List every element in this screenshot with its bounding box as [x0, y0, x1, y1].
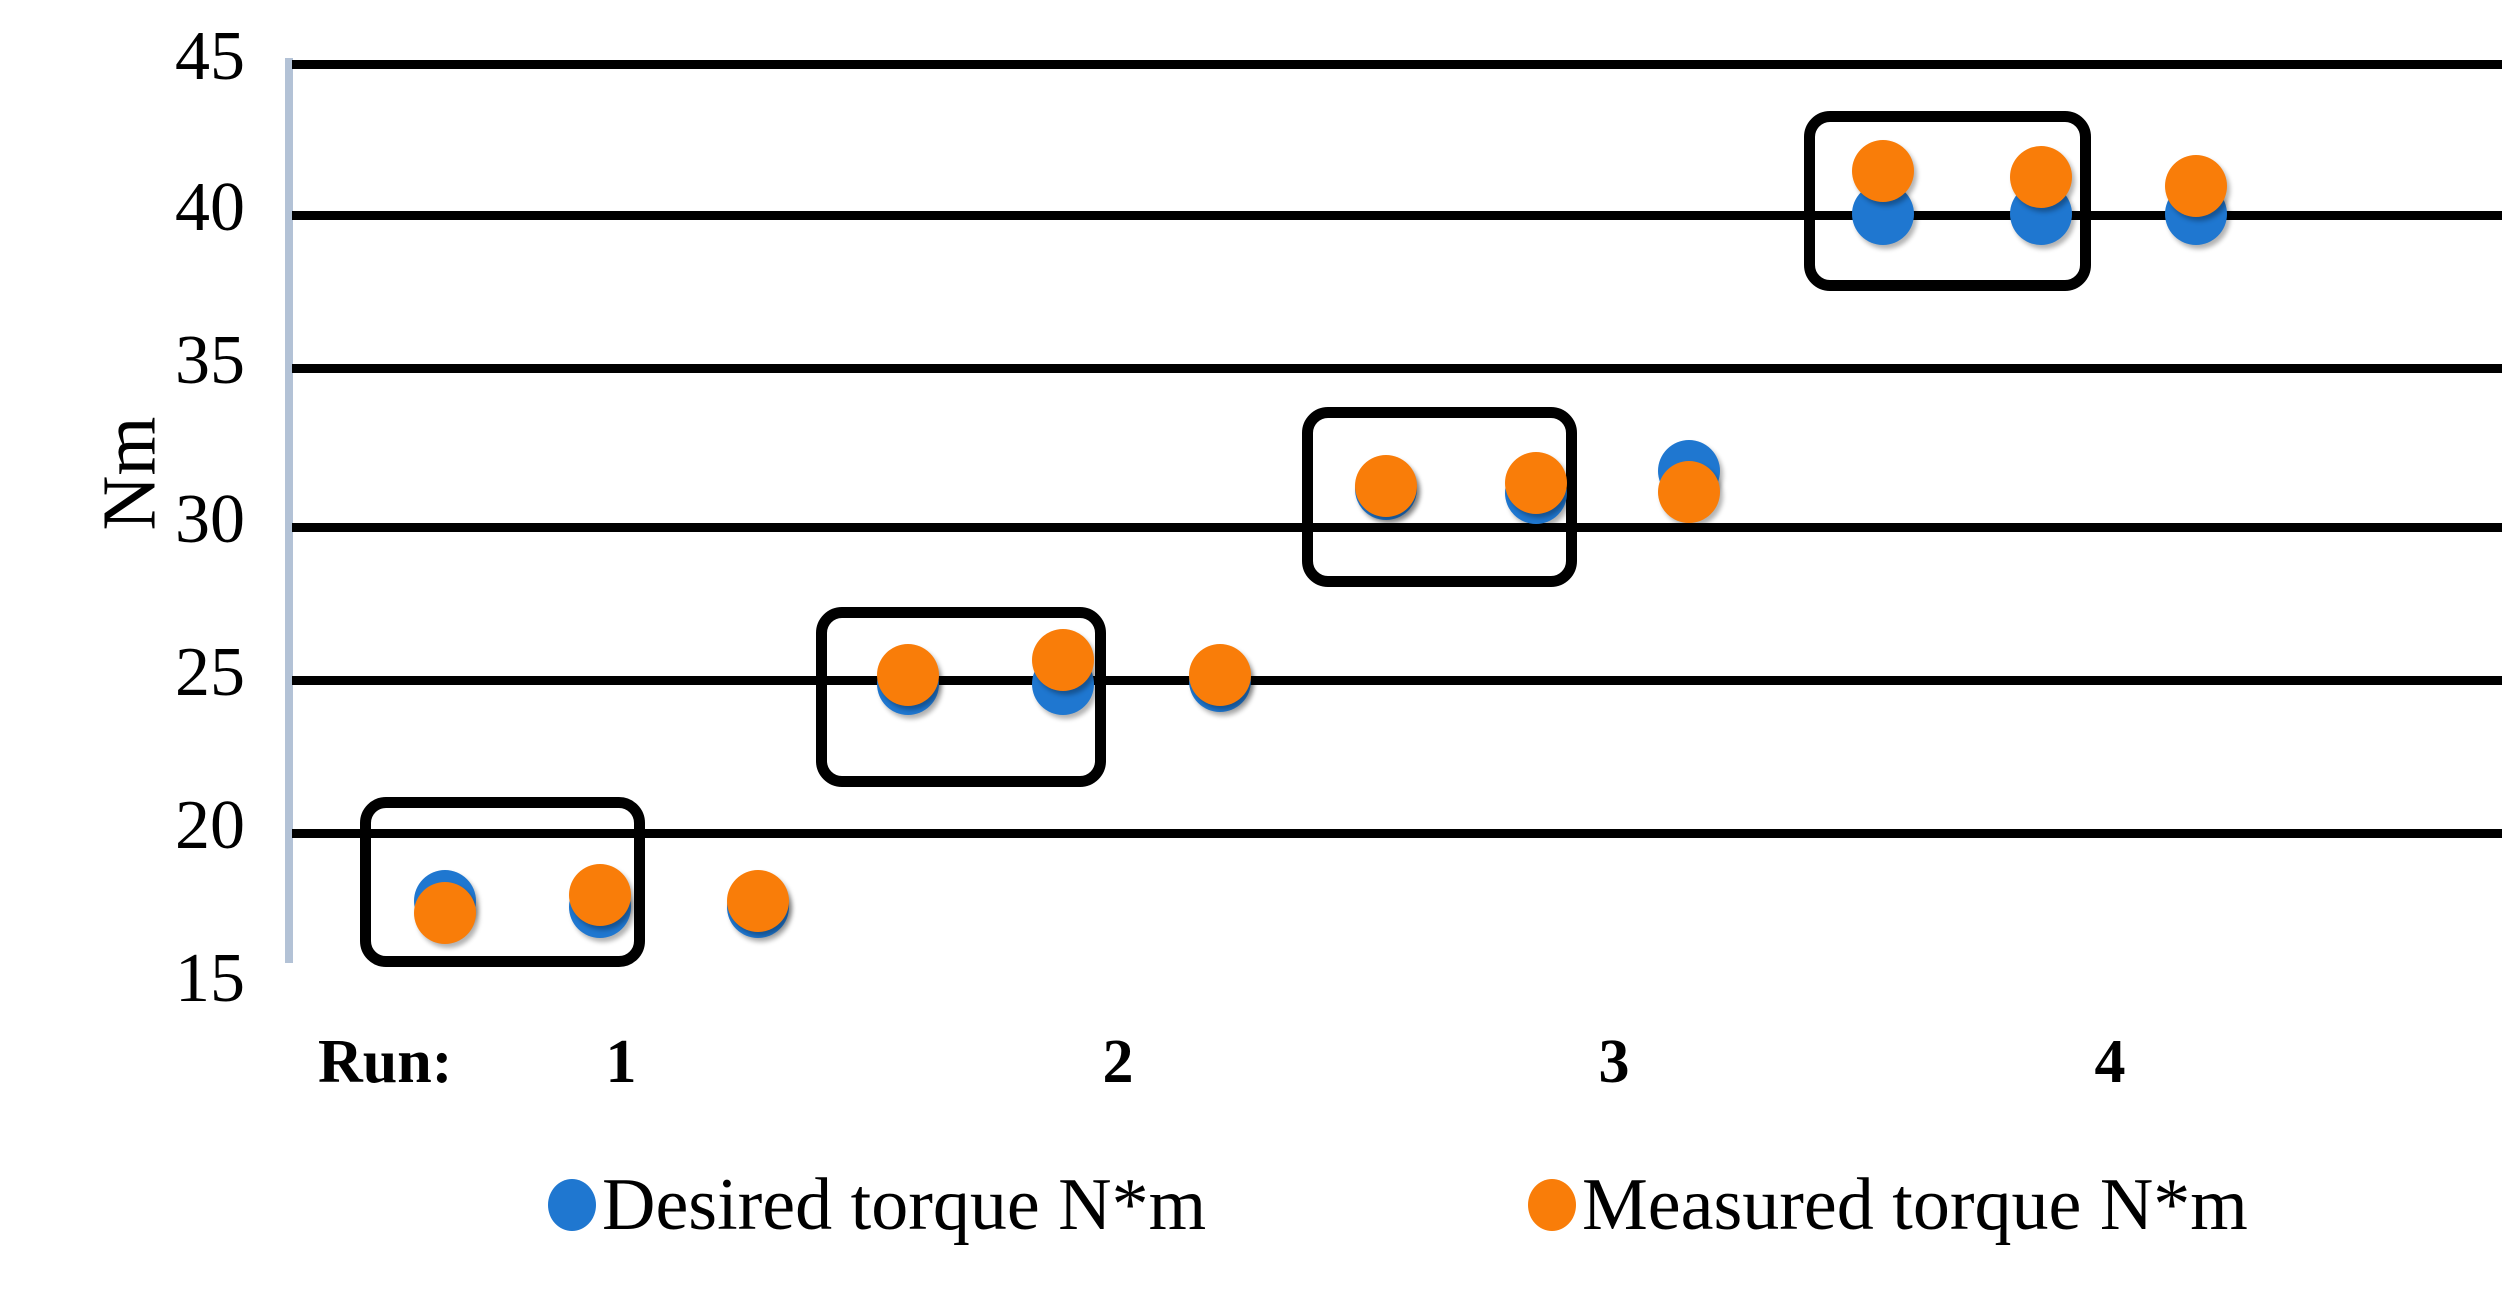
y-tick-35: 35 — [175, 322, 245, 399]
gridline-35 — [292, 364, 2502, 373]
gridline-25 — [292, 676, 2502, 685]
point-measured-r4-1 — [1852, 140, 1914, 202]
gridline-45 — [292, 60, 2502, 69]
legend-label-measured: Measured torque N*m — [1582, 1164, 2248, 1246]
point-measured-r2-2 — [1032, 629, 1094, 691]
chart-legend: Desired torque N*m Measured torque N*m — [0, 1168, 2510, 1278]
point-measured-r3-1 — [1355, 455, 1417, 517]
run-1-box — [360, 797, 645, 967]
point-measured-r2-1 — [877, 644, 939, 706]
x-tick-2: 2 — [1102, 1028, 1134, 1096]
plot-area — [292, 0, 2502, 1000]
point-measured-r2-3 — [1189, 644, 1251, 706]
y-tick-40: 40 — [175, 169, 245, 246]
y-tick-20: 20 — [175, 787, 245, 864]
legend-item-desired[interactable]: Desired torque N*m — [548, 1168, 1206, 1242]
run-4-box — [1804, 111, 2091, 291]
x-tick-4: 4 — [2094, 1028, 2126, 1096]
y-tick-30: 30 — [175, 481, 245, 558]
y-tick-45: 45 — [175, 18, 245, 95]
run-2-box — [816, 607, 1106, 787]
x-axis-title: Run: — [318, 1028, 453, 1096]
gridline-30 — [292, 523, 2502, 532]
legend-item-measured[interactable]: Measured torque N*m — [1528, 1168, 2248, 1242]
y-axis-line — [285, 58, 293, 963]
y-tick-15: 15 — [175, 940, 245, 1017]
gridline-20 — [292, 829, 2502, 838]
legend-marker-measured-icon — [1528, 1179, 1576, 1231]
x-tick-1: 1 — [605, 1028, 637, 1096]
point-measured-r4-3 — [2165, 155, 2227, 217]
point-measured-r1-3 — [727, 870, 789, 932]
y-tick-25: 25 — [175, 634, 245, 711]
legend-label-desired: Desired torque N*m — [602, 1164, 1207, 1246]
point-measured-r3-2 — [1505, 452, 1567, 514]
x-tick-3: 3 — [1598, 1028, 1630, 1096]
point-measured-r4-2 — [2010, 146, 2072, 208]
legend-marker-desired-icon — [548, 1179, 596, 1231]
point-measured-r1-1 — [414, 882, 476, 944]
point-measured-r3-3 — [1658, 461, 1720, 523]
gridline-40 — [292, 211, 2502, 220]
point-measured-r1-2 — [569, 864, 631, 926]
run-3-box — [1302, 407, 1577, 587]
